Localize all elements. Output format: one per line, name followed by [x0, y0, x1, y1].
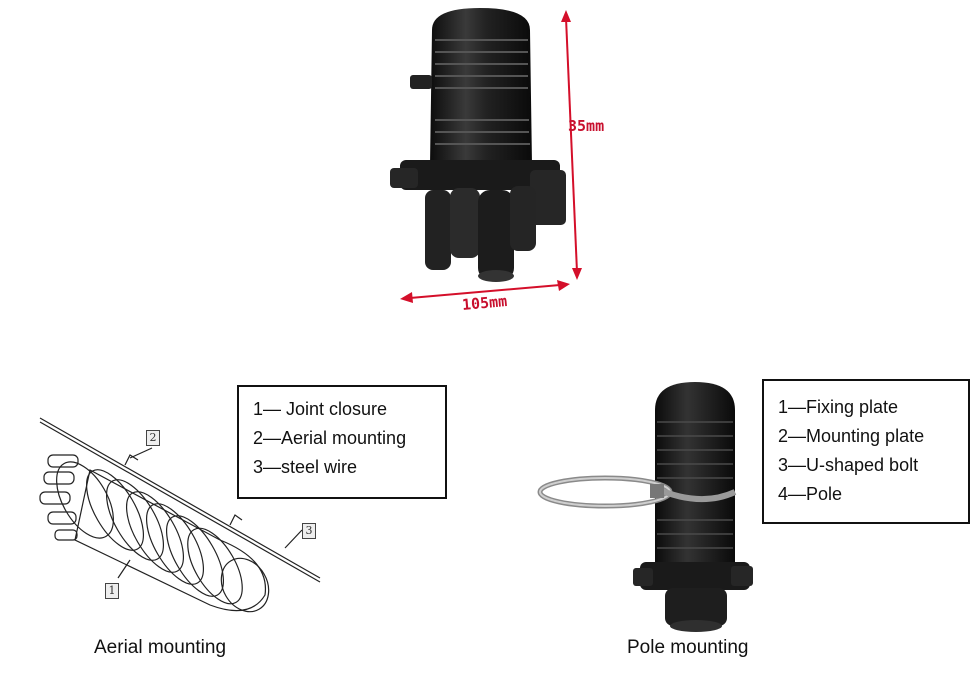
- height-dimension-arrow: [560, 10, 584, 280]
- pole-caption: Pole mounting: [627, 637, 749, 658]
- aerial-caption: Aerial mounting: [94, 637, 227, 658]
- callout-1: 1: [105, 583, 119, 599]
- aerial-mounting-drawing: [30, 400, 330, 620]
- callout-2: 2: [146, 430, 160, 446]
- pole-mounting-photo: [535, 380, 755, 635]
- aerial-legend-item-1: 1— Joint closure: [253, 399, 388, 419]
- width-dimension-label: 105mm: [461, 292, 508, 314]
- height-dimension-label: 35mm: [568, 117, 605, 135]
- aerial-legend: 1— Joint closure 2—Aerial mounting 3—ste…: [237, 385, 447, 499]
- pole-legend-item-4: 4—Pole: [778, 484, 843, 504]
- pole-legend-item-1: 1—Fixing plate: [778, 397, 899, 417]
- aerial-legend-item-2: 2—Aerial mounting: [253, 428, 407, 448]
- pole-legend: 1—Fixing plate 2—Mounting plate 3—U-shap…: [762, 379, 970, 524]
- aerial-legend-item-3: 3—steel wire: [253, 457, 358, 477]
- pole-legend-item-2: 2—Mounting plate: [778, 426, 925, 446]
- callout-3: 3: [302, 523, 316, 539]
- pole-legend-item-3: 3—U-shaped bolt: [778, 455, 919, 475]
- closure-product-photo: [380, 0, 600, 290]
- width-dimension-arrow: [400, 280, 570, 304]
